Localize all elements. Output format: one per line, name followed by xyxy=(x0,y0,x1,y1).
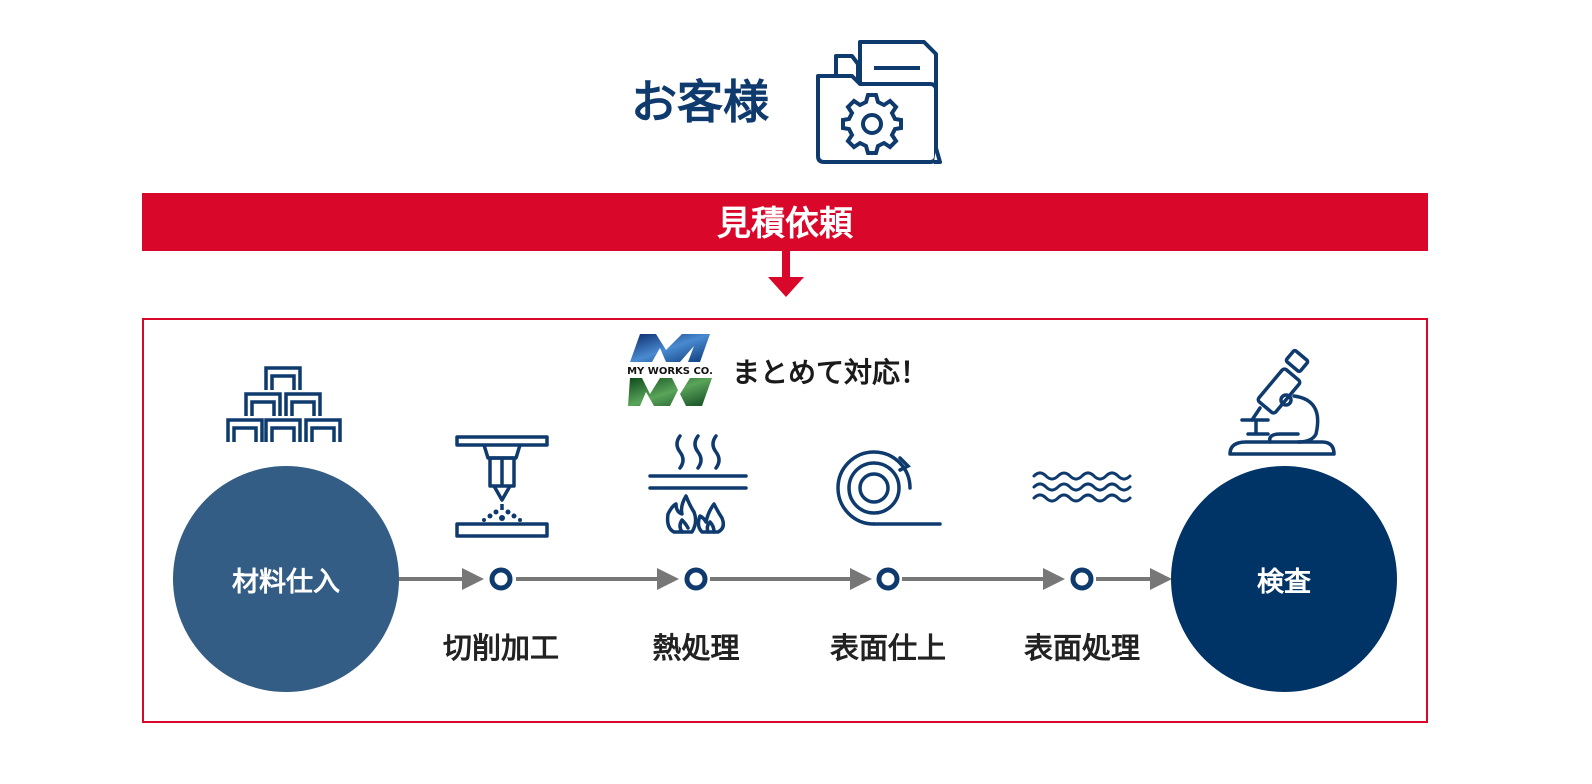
end-circle: 検査 xyxy=(1171,466,1397,692)
step-label-treatment: 表面処理 xyxy=(1023,631,1140,665)
flow-node-heat xyxy=(684,567,708,591)
stacked-materials-icon xyxy=(226,366,342,442)
process-box xyxy=(142,318,1428,723)
microscope-icon xyxy=(1228,348,1336,456)
flow-arrow xyxy=(1043,568,1065,590)
end-label: 検査 xyxy=(1257,566,1311,598)
flow-arrow xyxy=(657,568,679,590)
company-tagline: まとめて対応！ xyxy=(732,356,929,389)
surface-roll-icon xyxy=(836,450,942,526)
start-circle: 材料仕入 xyxy=(173,466,399,692)
customer-title: お客様 xyxy=(631,75,769,129)
heat-treatment-icon xyxy=(648,434,748,534)
flow-node-cutting xyxy=(489,567,513,591)
step-label-finish: 表面仕上 xyxy=(829,631,946,665)
flow-arrow xyxy=(1150,568,1172,590)
flow-node-treatment xyxy=(1070,567,1094,591)
flow-arrow xyxy=(850,568,872,590)
folder-gear-icon xyxy=(816,40,942,164)
company-logo-text: MY WORKS CO. xyxy=(627,366,713,377)
company-logo: MY WORKS CO. xyxy=(627,334,713,406)
step-label-cutting: 切削加工 xyxy=(442,631,559,665)
down-arrow-icon xyxy=(768,251,804,297)
laser-cutting-icon xyxy=(455,435,549,538)
request-label: 見積依頼 xyxy=(717,204,853,244)
step-label-heat: 熱処理 xyxy=(652,631,740,665)
start-label: 材料仕入 xyxy=(232,566,340,598)
request-bar: 見積依頼 xyxy=(142,193,1428,251)
flow-arrow xyxy=(462,568,484,590)
flow-node-finish xyxy=(876,567,900,591)
surface-wave-icon xyxy=(1032,471,1132,503)
